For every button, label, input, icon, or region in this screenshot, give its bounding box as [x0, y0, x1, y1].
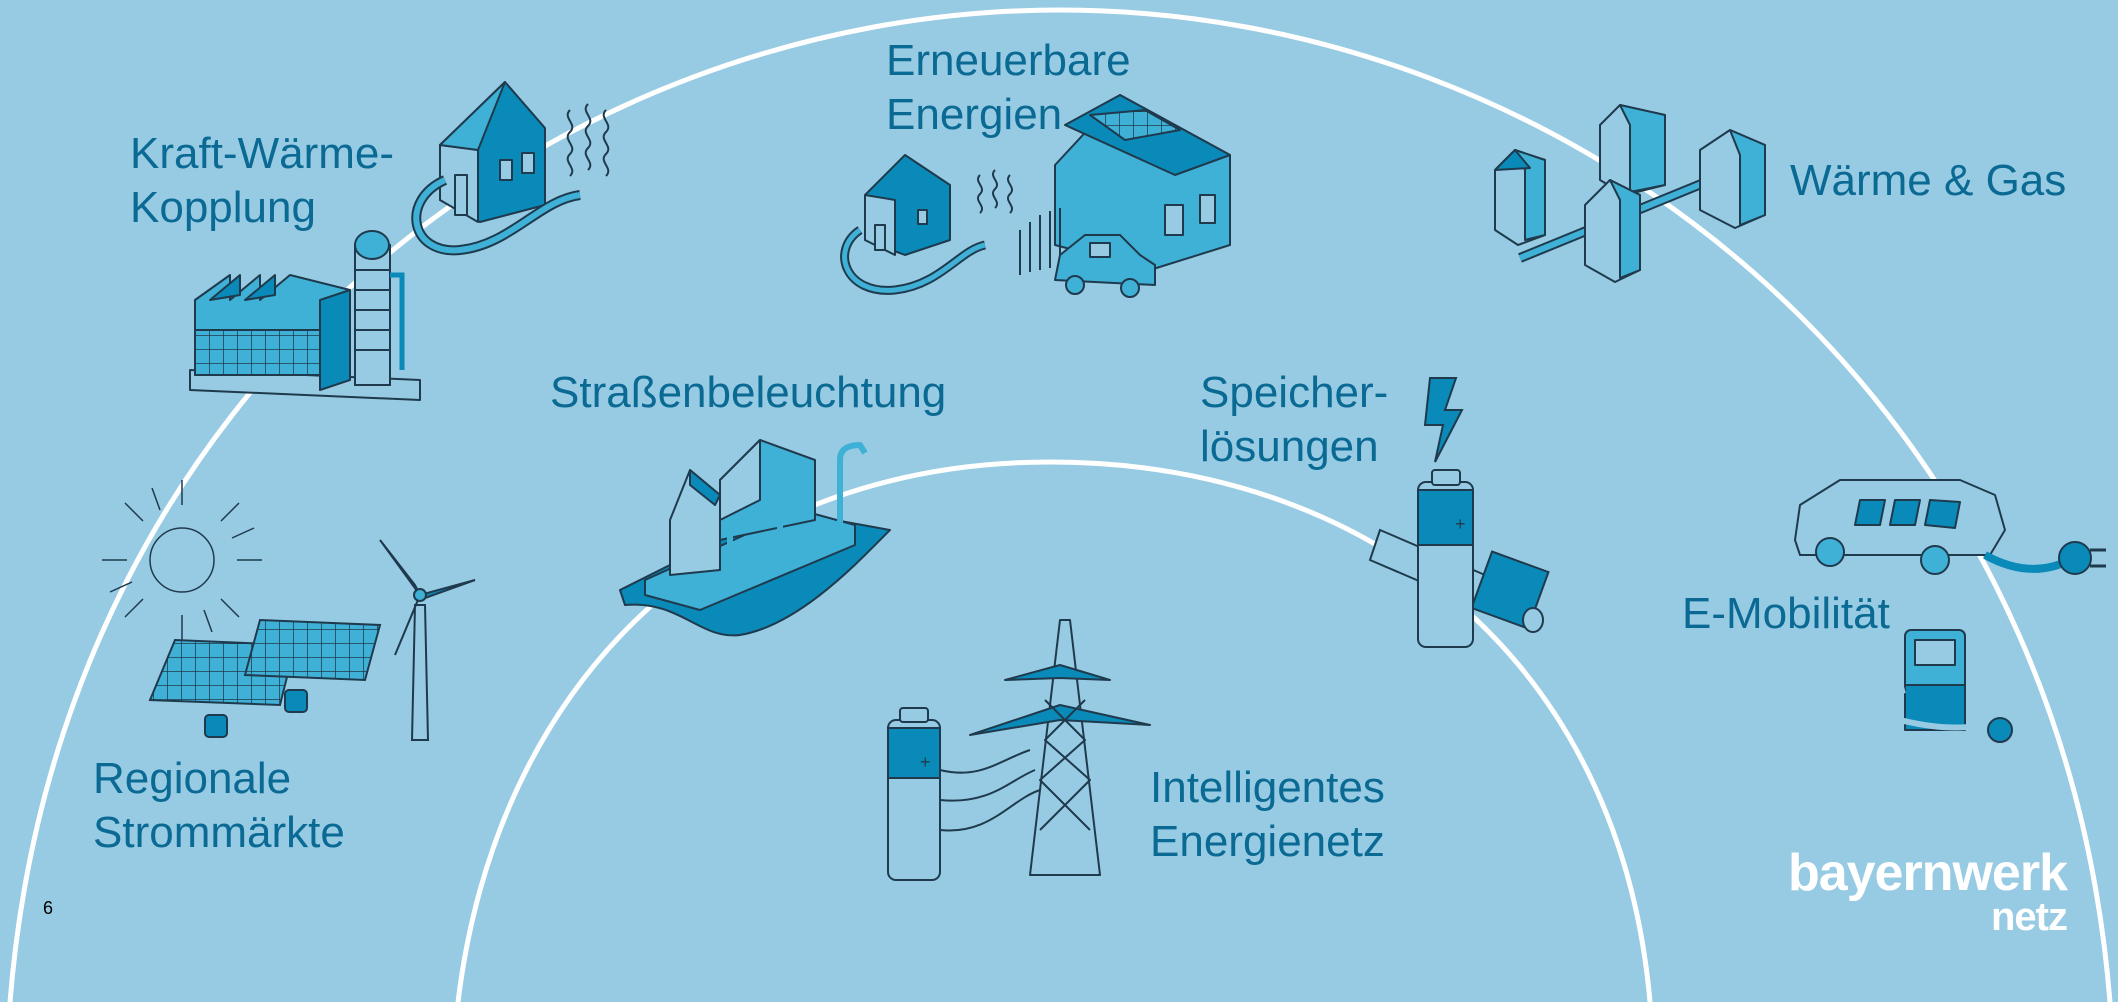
ev-car-icon — [1794, 479, 2106, 575]
village-houses-icon — [1494, 104, 1766, 283]
street-lamps-icon — [619, 439, 891, 637]
wind-turbine-icon — [379, 539, 476, 741]
logo-line1: bayernwerk — [1787, 844, 2068, 902]
lightning-icon — [1423, 377, 1464, 463]
svg-text:+: + — [920, 752, 931, 772]
label-smartgrid: Intelligentes Energienetz — [1150, 761, 1385, 869]
silo-icon — [354, 230, 405, 386]
charging-station-icon — [1883, 629, 2013, 743]
car-icon — [1054, 234, 1156, 298]
page-number: 6 — [43, 898, 54, 918]
label-smartgrid-line1: Intelligentes — [1150, 763, 1385, 812]
label-regional: Regionale Strommärkte — [93, 752, 345, 860]
label-renewable-line1: Erneuerbare — [886, 36, 1131, 85]
label-storage-line2: lösungen — [1200, 422, 1379, 471]
small-house-icon — [840, 154, 1013, 295]
svg-text:+: + — [1455, 514, 1466, 534]
label-emobility: E-Mobilität — [1682, 589, 1890, 638]
label-street-lighting: Straßenbeleuchtung — [550, 368, 947, 417]
sun-icon — [102, 480, 262, 640]
label-renewable: Erneuerbare Energien — [886, 34, 1131, 142]
kwk-house-icon — [411, 81, 581, 256]
label-kwk-line1: Kraft-Wärme- — [130, 129, 394, 178]
battery-icon: + — [887, 707, 941, 881]
label-regional-line2: Strommärkte — [93, 808, 345, 857]
label-renewable-line2: Energien — [886, 90, 1063, 139]
label-regional-line1: Regionale — [93, 754, 292, 803]
transmission-tower-icon — [939, 619, 1151, 876]
label-kwk-line2: Kopplung — [130, 183, 316, 232]
solar-panel-icon — [148, 618, 382, 738]
solar-house-icon — [1019, 94, 1231, 275]
label-smartgrid-line2: Energienetz — [1150, 817, 1385, 866]
bayernwerk-logo: bayernwerk netz — [1775, 844, 2068, 939]
logo-line2: netz — [1991, 895, 2068, 939]
label-storage: Speicher- lösungen — [1200, 366, 1388, 474]
label-storage-line1: Speicher- — [1200, 368, 1389, 417]
label-heat-gas: Wärme & Gas — [1790, 156, 2067, 205]
label-kwk: Kraft-Wärme- Kopplung — [130, 127, 394, 235]
heat-waves-icon — [566, 103, 610, 177]
battery-icon: + — [1368, 469, 1550, 648]
factory-icon — [189, 274, 421, 401]
inner-arc — [455, 459, 1653, 1002]
